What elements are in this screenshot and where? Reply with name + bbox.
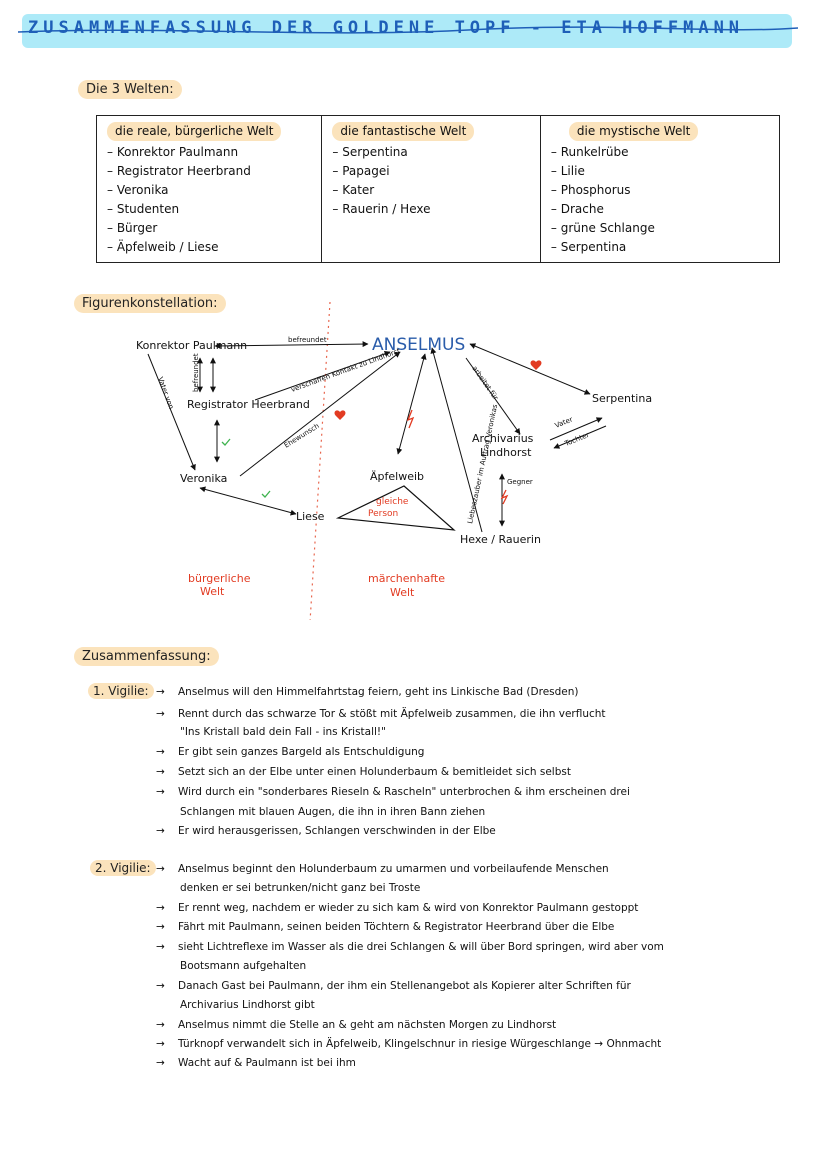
vigilie-1-label: 1. Vigilie: [88,683,154,699]
label-befreundet-vertical: befreundet [192,353,200,392]
vigilie-2-line: →Wacht auf & Paulmann ist bei ihm [156,1057,356,1069]
heart-icon [334,410,346,420]
vigilie-1-line: →Wird durch ein "sonderbares Rieseln & R… [156,786,630,798]
label-befreundet: befreundet [288,336,327,344]
label-gegner: Gegner [507,478,533,486]
vigilie-2-line: →Danach Gast bei Paulmann, der ihm ein S… [156,980,631,992]
node-veronika: Veronika [180,472,227,485]
character-constellation-diagram: ANSELMUS Konrektor Paulmann Registrator … [136,301,652,620]
vigilie-2-line: →Anselmus nimmt die Stelle an & geht am … [156,1019,557,1031]
conflict-bolt-icon [406,409,415,429]
worlds-table: die reale, bürgerliche Welt Konrektor Pa… [95,115,781,263]
label-vater: Vater [554,415,574,429]
label-verschaffen-kontakt: verschaffen Kontakt zu Lindhorst [290,347,401,394]
label-buergerliche-welt-2: Welt [200,585,225,598]
world-column-real: die reale, bürgerliche Welt Konrektor Pa… [95,115,323,263]
vigilie-2-line: →Er rennt weg, nachdem er wieder zu sich… [156,902,639,914]
vigilie-2-line: →Anselmus beginnt den Holunderbaum zu um… [156,863,609,875]
node-hexe: Hexe / Rauerin [460,533,541,546]
node-lindhorst-line2: Lindhorst [480,446,532,459]
check-icon [221,438,231,446]
label-person: Person [368,509,398,519]
vigilie-2-line: →Fährt mit Paulmann, seinen beiden Töcht… [156,921,615,933]
summary-heading: Zusammenfassung: [74,647,219,666]
label-tochter: Tochter [563,431,591,448]
vigilie-2-line: Bootsmann aufgehalten [180,960,307,972]
vigilie-2-line: →sieht Lichtreflexe im Wasser als die dr… [156,941,664,953]
conflict-bolt-icon [500,489,509,505]
label-gleiche: gleiche [376,497,409,507]
vigilie-1-line: →Setzt sich an der Elbe unter einen Holu… [156,766,571,778]
vigilie-1-line: Schlangen mit blauen Augen, die ihn in i… [180,806,486,818]
node-serpentina: Serpentina [592,392,652,405]
vigilie-1-line: "Ins Kristall bald dein Fall - ins Krist… [180,726,386,738]
page-title: ZUSAMMENFASSUNG DER GOLDENE TOPF - ETA H… [28,18,745,38]
node-anselmus: ANSELMUS [372,335,465,355]
vigilie-1-line: →Er wird herausgerissen, Schlangen versc… [156,825,496,837]
world-column-mystic: die mystische Welt Runkelrübe Lilie Phos… [539,115,781,263]
title-strike-line [18,26,798,34]
label-ehewunsch: Ehewunsch [283,422,321,450]
vigilie-1-line: →Rennt durch das schwarze Tor & stößt mi… [156,708,606,720]
world-divider-line [309,301,331,620]
node-paulmann: Konrektor Paulmann [136,339,247,352]
vigilie-1-line: →Anselmus will den Himmelfahrtstag feier… [156,686,579,698]
node-liese: Liese [296,510,325,523]
node-aepfelweib: Äpfelweib [370,470,424,483]
constellation-heading: Figurenkonstellation: [74,294,226,313]
node-lindhorst-line1: Archivarius [472,432,534,445]
heart-icon [530,360,542,370]
label-vater-von: Vater von [156,376,175,410]
ohnmacht-note: Ohnmacht [606,1038,662,1050]
label-liebeszauber: Liebeszauber im Auftrag Veronikas [466,403,499,524]
label-buergerliche-welt-1: bürgerliche [188,572,251,585]
vigilie-2-line: →Türknopf verwandelt sich in Äpfelweib, … [156,1038,662,1050]
vigilie-1-line: →Er gibt sein ganzes Bargeld als Entschu… [156,746,425,758]
world-column-fantastic: die fantastische Welt Serpentina Papagei… [321,115,541,263]
vigilie-2-line: Archivarius Lindhorst gibt [180,999,315,1011]
vigilie-2-label: 2. Vigilie: [90,860,156,876]
label-arbeitet-fuer: arbeitet für [470,365,499,402]
label-maerchenhafte-welt-2: Welt [390,586,415,599]
node-heerbrand: Registrator Heerbrand [187,398,310,411]
vigilie-2-line: denken er sei betrunken/nicht ganz bei T… [180,882,421,894]
check-icon [261,490,271,498]
worlds-heading: Die 3 Welten: [78,80,182,99]
label-maerchenhafte-welt-1: märchenhafte [368,572,445,585]
